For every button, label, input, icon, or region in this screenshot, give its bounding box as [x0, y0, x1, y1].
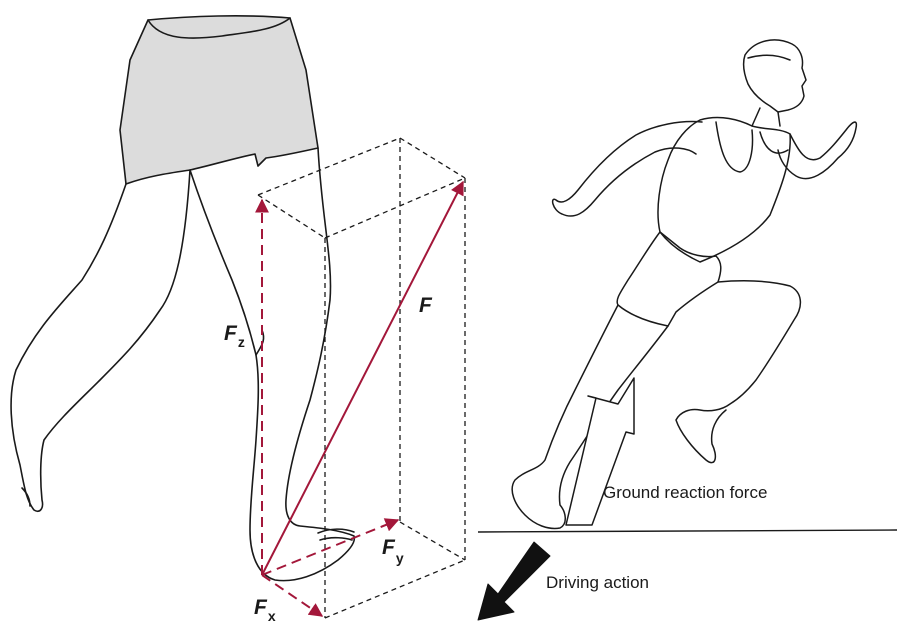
sprinter-figure	[512, 40, 856, 528]
caption-ground-reaction-force: Ground reaction force	[603, 483, 767, 502]
front-leg	[190, 148, 354, 581]
back-leg	[11, 170, 190, 511]
driving-action-arrow	[478, 542, 550, 620]
label-f-resultant: F	[419, 294, 433, 317]
vector-fy	[262, 520, 398, 575]
ground-line	[478, 530, 897, 532]
sprinter-back-arm	[553, 122, 702, 216]
component-box	[258, 138, 465, 618]
label-fz: Fz	[224, 322, 245, 350]
sprinter-shorts	[617, 232, 721, 326]
caption-driving-action: Driving action	[546, 573, 649, 592]
sprinter-torso	[658, 118, 790, 262]
vector-resultant-f	[262, 182, 463, 575]
shorts	[120, 16, 318, 184]
label-fx: Fx	[254, 596, 276, 624]
sprinter-head	[744, 40, 806, 112]
label-fy: Fy	[382, 536, 404, 566]
force-vectors	[262, 182, 463, 616]
sprinter-front-leg	[676, 281, 800, 463]
